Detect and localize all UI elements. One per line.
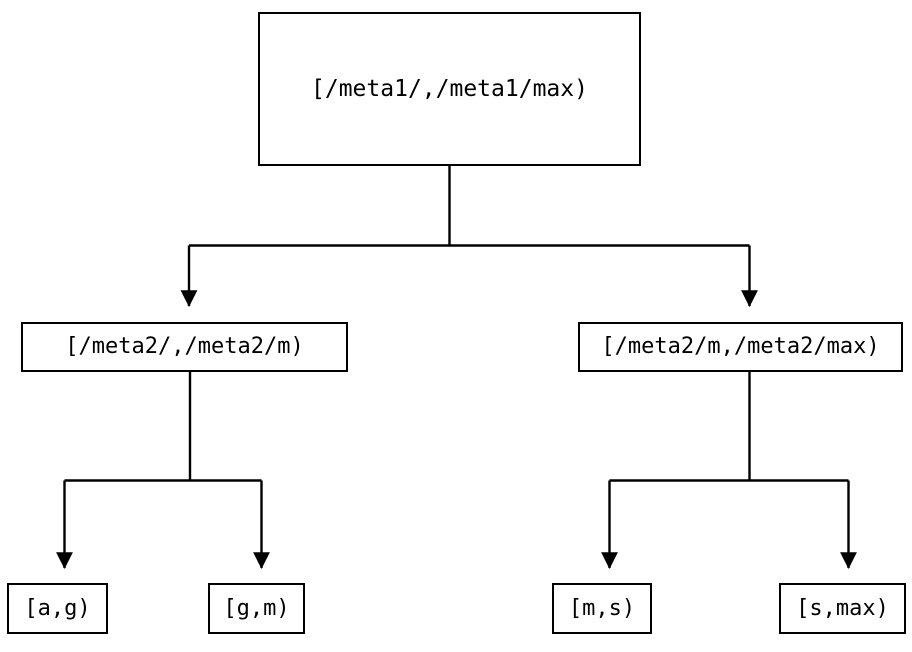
node-mid-left-label: [/meta2/,/meta2/m) bbox=[65, 334, 304, 359]
node-leaf-1-label: [a,g) bbox=[24, 595, 91, 621]
node-leaf-1: [a,g) bbox=[7, 583, 108, 634]
node-leaf-3: [m,s) bbox=[552, 583, 652, 634]
node-leaf-4-label: [s,max) bbox=[796, 595, 889, 621]
node-root-label: [/meta1/,/meta1/max) bbox=[311, 75, 588, 102]
node-leaf-2: [g,m) bbox=[208, 583, 305, 634]
node-leaf-2-label: [g,m) bbox=[223, 595, 290, 621]
node-leaf-4: [s,max) bbox=[779, 583, 906, 634]
node-mid-right-label: [/meta2/m,/meta2/max) bbox=[601, 334, 880, 359]
node-mid-right: [/meta2/m,/meta2/max) bbox=[578, 322, 903, 372]
node-root: [/meta1/,/meta1/max) bbox=[258, 12, 641, 166]
node-mid-left: [/meta2/,/meta2/m) bbox=[21, 322, 348, 372]
node-leaf-3-label: [m,s) bbox=[568, 595, 636, 621]
